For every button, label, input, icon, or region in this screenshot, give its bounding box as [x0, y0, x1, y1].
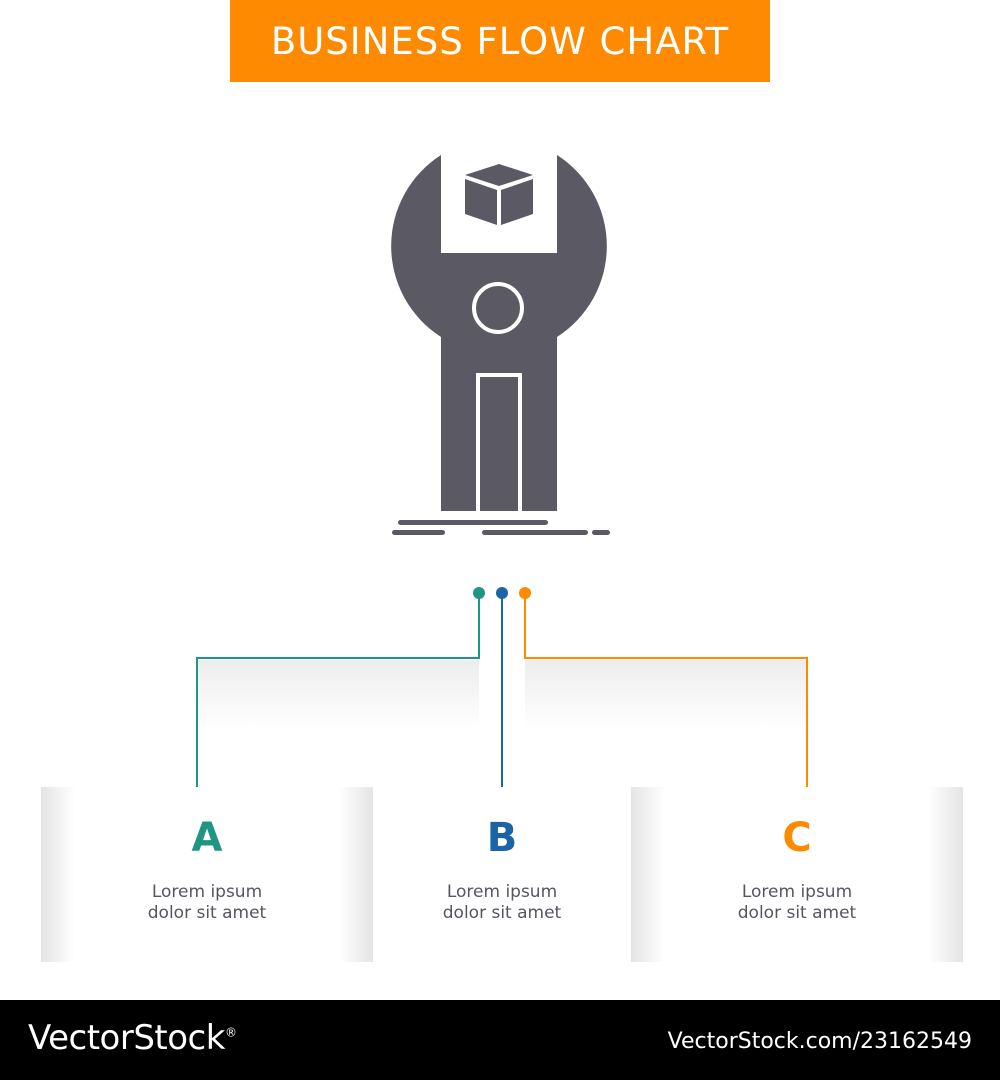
step-line-2: dolor sit amet: [442, 903, 562, 923]
step-description: Lorem ipsum dolor sit amet: [373, 882, 631, 924]
step-line-2: dolor sit amet: [737, 903, 857, 923]
step-line-1: Lorem ipsum: [741, 882, 853, 902]
image-id: VectorStock.com/23162549: [667, 1029, 972, 1054]
brand-logo: VectorStock®: [28, 1018, 237, 1058]
connector-lines: [196, 587, 808, 798]
step-letter: A: [191, 815, 223, 861]
step-letter: C: [782, 815, 812, 861]
wrench-with-box-icon: [380, 150, 620, 550]
title-banner: BUSINESS FLOW CHART: [230, 0, 770, 82]
step-letter: B: [486, 815, 518, 861]
connector-shadow-left: [197, 660, 479, 730]
step-line-2: dolor sit amet: [147, 903, 267, 923]
connector-line-a: [196, 593, 480, 798]
step-card-b: B Lorem ipsum dolor sit amet: [373, 787, 631, 962]
step-line-1: Lorem ipsum: [446, 882, 558, 902]
step-description: Lorem ipsum dolor sit amet: [631, 882, 963, 924]
step-line-1: Lorem ipsum: [151, 882, 263, 902]
step-card-c: C Lorem ipsum dolor sit amet: [631, 787, 963, 962]
step-description: Lorem ipsum dolor sit amet: [41, 882, 373, 924]
connector-shadow-right: [525, 660, 807, 730]
page-title: BUSINESS FLOW CHART: [270, 19, 730, 63]
connector-line-c: [524, 593, 808, 798]
watermark-footer: VectorStock® VectorStock.com/23162549: [0, 1000, 1000, 1080]
step-card-a: A Lorem ipsum dolor sit amet: [41, 787, 373, 962]
